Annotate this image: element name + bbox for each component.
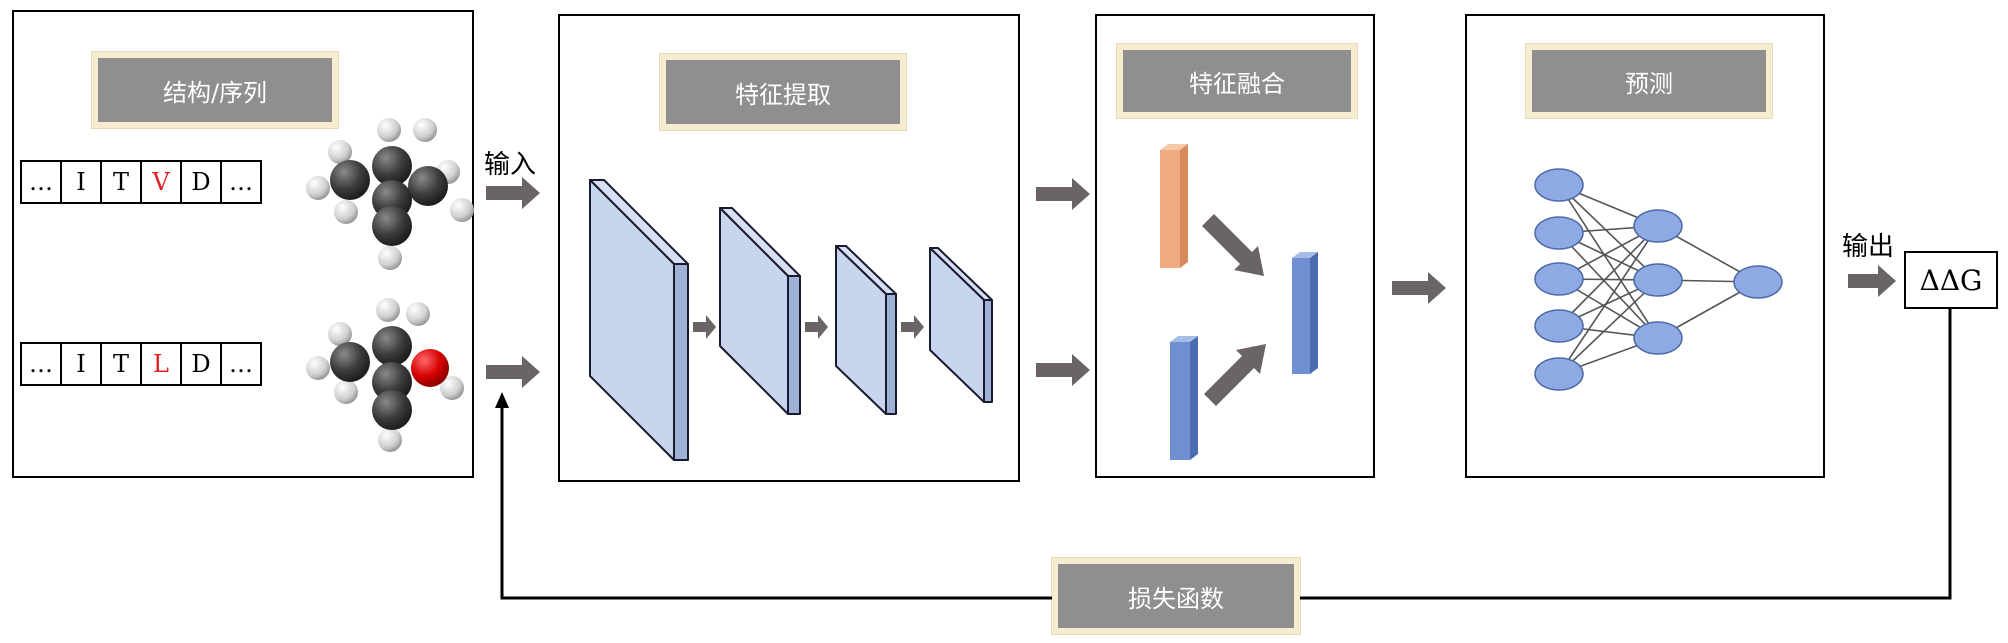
nn-node <box>1733 265 1783 299</box>
arrow <box>1202 214 1264 276</box>
fusion-bars <box>1160 144 1318 460</box>
carbon-atom <box>330 342 370 382</box>
prediction-label: 预测 <box>1526 44 1772 118</box>
conv-layer-4 <box>929 247 993 403</box>
input-text: 输入 <box>484 150 537 180</box>
mutant-sequence: … I T L D … <box>20 342 262 386</box>
carbon-atom <box>372 390 412 430</box>
nn-node <box>1534 168 1584 202</box>
nn-node <box>1633 263 1683 297</box>
orange-feature-bar <box>1160 144 1188 268</box>
feature-fusion-label: 特征融合 <box>1117 44 1357 118</box>
arrow <box>805 315 828 339</box>
molecule-mutant <box>306 298 464 452</box>
loss-feedback-line <box>500 309 1952 600</box>
carbon-atom <box>372 146 412 186</box>
hydrogen-atom <box>334 380 358 404</box>
hydrogen-atom <box>376 298 400 322</box>
hydrogen-atom <box>306 176 330 200</box>
nn-nodes <box>1534 168 1783 391</box>
neural-network <box>1534 168 1783 391</box>
arrow <box>486 356 540 388</box>
hydrogen-atom <box>306 356 330 380</box>
output-text: 输出 <box>1842 232 1895 262</box>
nn-node <box>1633 209 1683 243</box>
molecule-wild-type <box>306 118 474 270</box>
carbon-atom <box>330 160 370 200</box>
arrow <box>486 177 540 209</box>
nn-node <box>1534 357 1584 391</box>
fused-feature-bar <box>1292 252 1318 374</box>
hydrogen-atom <box>378 428 402 452</box>
structure-sequence-label: 结构/序列 <box>92 52 338 128</box>
conv-layer-1 <box>589 179 689 461</box>
hydrogen-atom <box>378 246 402 270</box>
sequence-cell: … <box>220 160 262 204</box>
carbon-atom <box>372 326 412 366</box>
oxygen-atom <box>411 349 449 387</box>
fusion-merge-arrows <box>1202 214 1266 406</box>
hydrogen-atom <box>413 118 437 142</box>
conv-layer-2 <box>719 207 801 415</box>
hydrogen-atom <box>450 198 474 222</box>
hydrogen-atom <box>328 322 352 346</box>
nn-node <box>1534 216 1584 250</box>
hydrogen-atom <box>406 302 430 326</box>
wild-type-sequence: … I T V D … <box>20 160 262 204</box>
carbon-atom <box>372 206 412 246</box>
arrow <box>1392 272 1446 304</box>
arrow <box>1036 354 1090 386</box>
arrow <box>693 315 716 339</box>
feedback-arrowhead <box>495 392 509 408</box>
carbon-atom <box>408 166 448 206</box>
hydrogen-atom <box>377 118 401 142</box>
hydrogen-atom <box>440 376 464 400</box>
conv-layer-3 <box>835 245 897 415</box>
loss-function-label: 损失函数 <box>1052 558 1300 634</box>
arrow <box>901 315 924 339</box>
cnn-layers <box>589 179 993 461</box>
hydrogen-atom <box>334 200 358 224</box>
cnn-arrows <box>693 315 924 339</box>
nn-node <box>1534 262 1584 296</box>
carbon-atom <box>372 362 412 402</box>
nn-node <box>1633 321 1683 355</box>
arrow <box>1036 178 1090 210</box>
feature-extraction-label: 特征提取 <box>660 54 906 130</box>
hydrogen-atom <box>328 140 352 164</box>
arrow <box>1204 344 1266 406</box>
ddg-output-box: ΔΔG <box>1904 251 1998 309</box>
sequence-cell: … <box>220 342 262 386</box>
blue-feature-bar <box>1170 336 1198 460</box>
input-arrows <box>486 177 540 388</box>
fusion-input-arrows <box>1036 178 1090 386</box>
output-arrow <box>1848 265 1896 297</box>
nn-node <box>1534 309 1584 343</box>
